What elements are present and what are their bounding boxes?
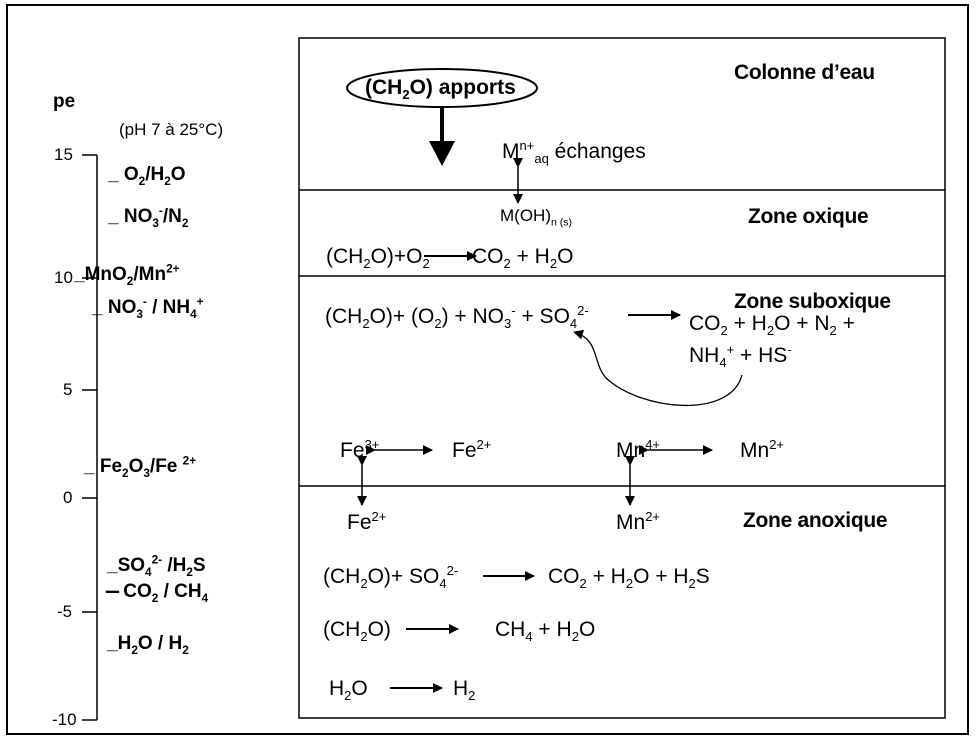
pe-tick-minus5: -5 [57, 602, 73, 621]
pe-axis-title: pe [53, 91, 76, 112]
species-fe2-dissolved: Fe2+ [452, 437, 492, 462]
metal-exchange-label: Mn+aq échanges [502, 138, 646, 167]
zone-title-suboxic: Zone suboxique [734, 290, 891, 313]
apports-oval [346, 68, 538, 108]
input-arrow-head [429, 141, 455, 166]
couple-so4-h2s: _SO42- /H2S [107, 553, 206, 579]
couple-no3-nh4: _ NO3- / NH4+ [92, 295, 204, 321]
reaction-methane-reactant: (CH2O) [323, 618, 391, 645]
reaction-oxic-reactants: (CH2O)+O2 [326, 245, 430, 272]
couple-h2o-h2: _H2O / H2 [107, 633, 189, 657]
pe-tick-minus10: -10 [52, 710, 77, 729]
pe-tick-15: 15 [54, 145, 73, 164]
zone-title-oxic: Zone oxique [748, 205, 869, 228]
couple-no3-n2: _ NO3-/N2 [108, 204, 189, 230]
reaction-methane-products: CH4 + H2O [495, 618, 596, 645]
pe-tick-10: 10 [54, 268, 73, 287]
reaction-sulfate-products: CO2 + H2O + H2S [548, 565, 710, 592]
species-mn2-anoxic: Mn2+ [616, 509, 661, 534]
reaction-sulfate-reactants: (CH2O)+ SO42- [323, 563, 459, 592]
species-mn4: Mn4+ [616, 437, 661, 462]
couple-o2-h2o: _ O2/H2O [108, 164, 186, 188]
pe-tick-5: 5 [63, 380, 73, 399]
species-mn2-dissolved: Mn2+ [740, 437, 785, 462]
couple-mno2-mn2: _MnO2/Mn2+ [74, 262, 180, 288]
couple-fe2o3-fe2: _ Fe2O3/Fe 2+ [84, 454, 197, 480]
zone-title-water-column: Colonne d’eau [734, 61, 875, 84]
reaction-suboxic-reactants: (CH2O)+ (O2) + NO3- + SO42- [325, 303, 589, 332]
reaction-oxic-products: CO2 + H2O [472, 245, 574, 272]
species-fe2-anoxic: Fe2+ [347, 509, 387, 534]
pe-tick-0: 0 [63, 488, 73, 507]
couple-co2-ch4: --- CO2 / CH4 [105, 581, 209, 605]
sulfide-reoxidation-arrow [573, 329, 743, 407]
reaction-hydrogen-reactant: H2O [329, 677, 368, 704]
ph-condition-label: (pH 7 à 25°C) [119, 120, 224, 139]
reaction-suboxic-products: CO2 + H2O + N2 + [689, 312, 855, 339]
reaction-suboxic-products-2: NH4+ + HS- [689, 342, 792, 371]
zones-panel [298, 37, 946, 719]
reaction-hydrogen-product: H2 [453, 677, 476, 704]
pe-axis-ticks [82, 154, 97, 721]
species-fe3: Fe3+ [340, 437, 380, 462]
organic-inputs-label: (CH2O) apports [365, 76, 516, 103]
figure-frame [6, 4, 969, 735]
metal-hydroxide-label: M(OH)n (s) [500, 206, 573, 229]
zone-title-anoxic: Zone anoxique [743, 509, 888, 532]
